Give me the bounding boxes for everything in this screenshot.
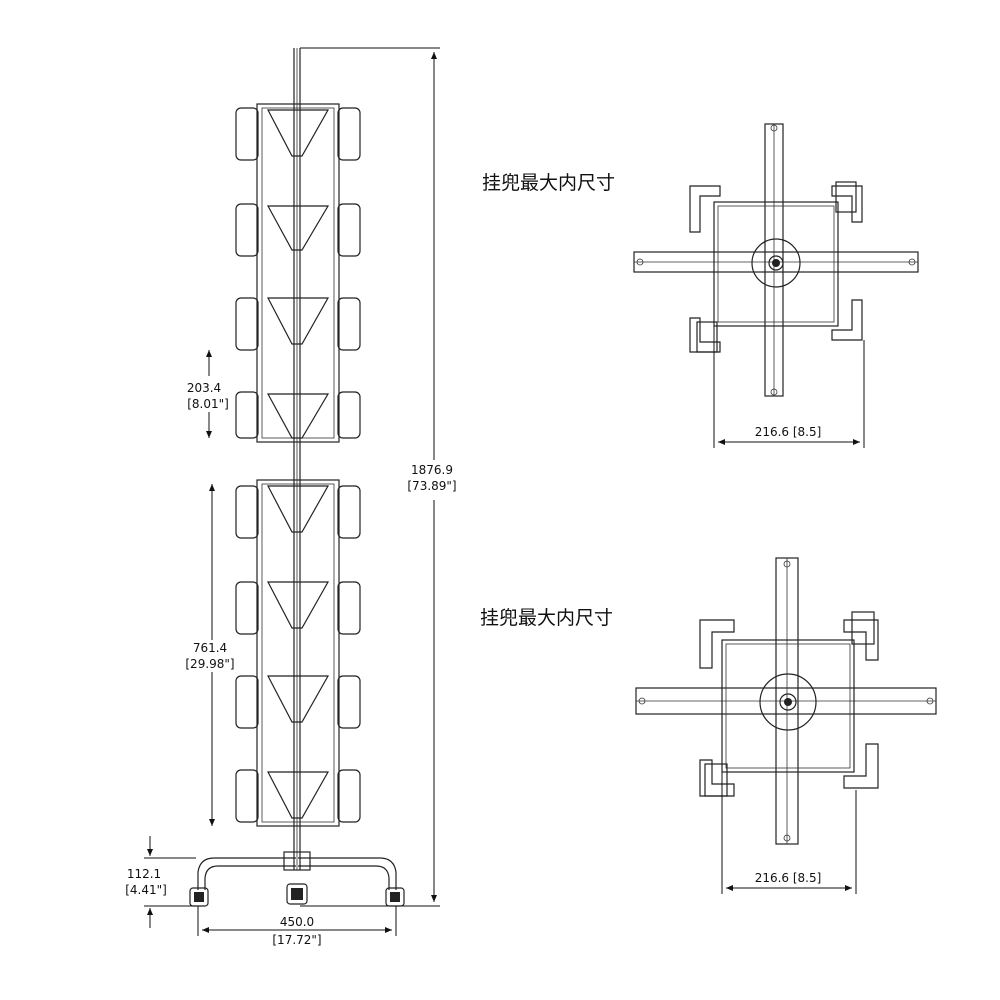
front-elevation [144, 47, 440, 936]
section-height-label: 761.4 [193, 641, 227, 655]
top-view-1-dimension: 216.6 [8.5] [755, 425, 822, 439]
pocket-pitch-label: 203.4 [187, 381, 221, 395]
base-width-inch-label: [17.72"] [272, 933, 321, 947]
top-view-1 [633, 123, 919, 448]
total-height-label: 1876.9 [411, 463, 453, 477]
base-height-label: 112.1 [127, 867, 161, 881]
section-height-inch-label: [29.98"] [185, 657, 234, 671]
lower-section [235, 479, 361, 827]
upper-section [235, 103, 361, 443]
total-height-inch-label: [73.89"] [407, 479, 456, 493]
top-view-2 [635, 557, 937, 894]
top-view-2-title: 挂兜最大内尺寸 [480, 607, 613, 629]
top-view-1-title: 挂兜最大内尺寸 [482, 172, 615, 194]
base-height-inch-label: [4.41"] [125, 883, 167, 897]
pocket-pitch-inch-label: [8.01"] [187, 397, 229, 411]
top-view-2-dimension: 216.6 [8.5] [755, 871, 822, 885]
base-width-label: 450.0 [280, 915, 314, 929]
